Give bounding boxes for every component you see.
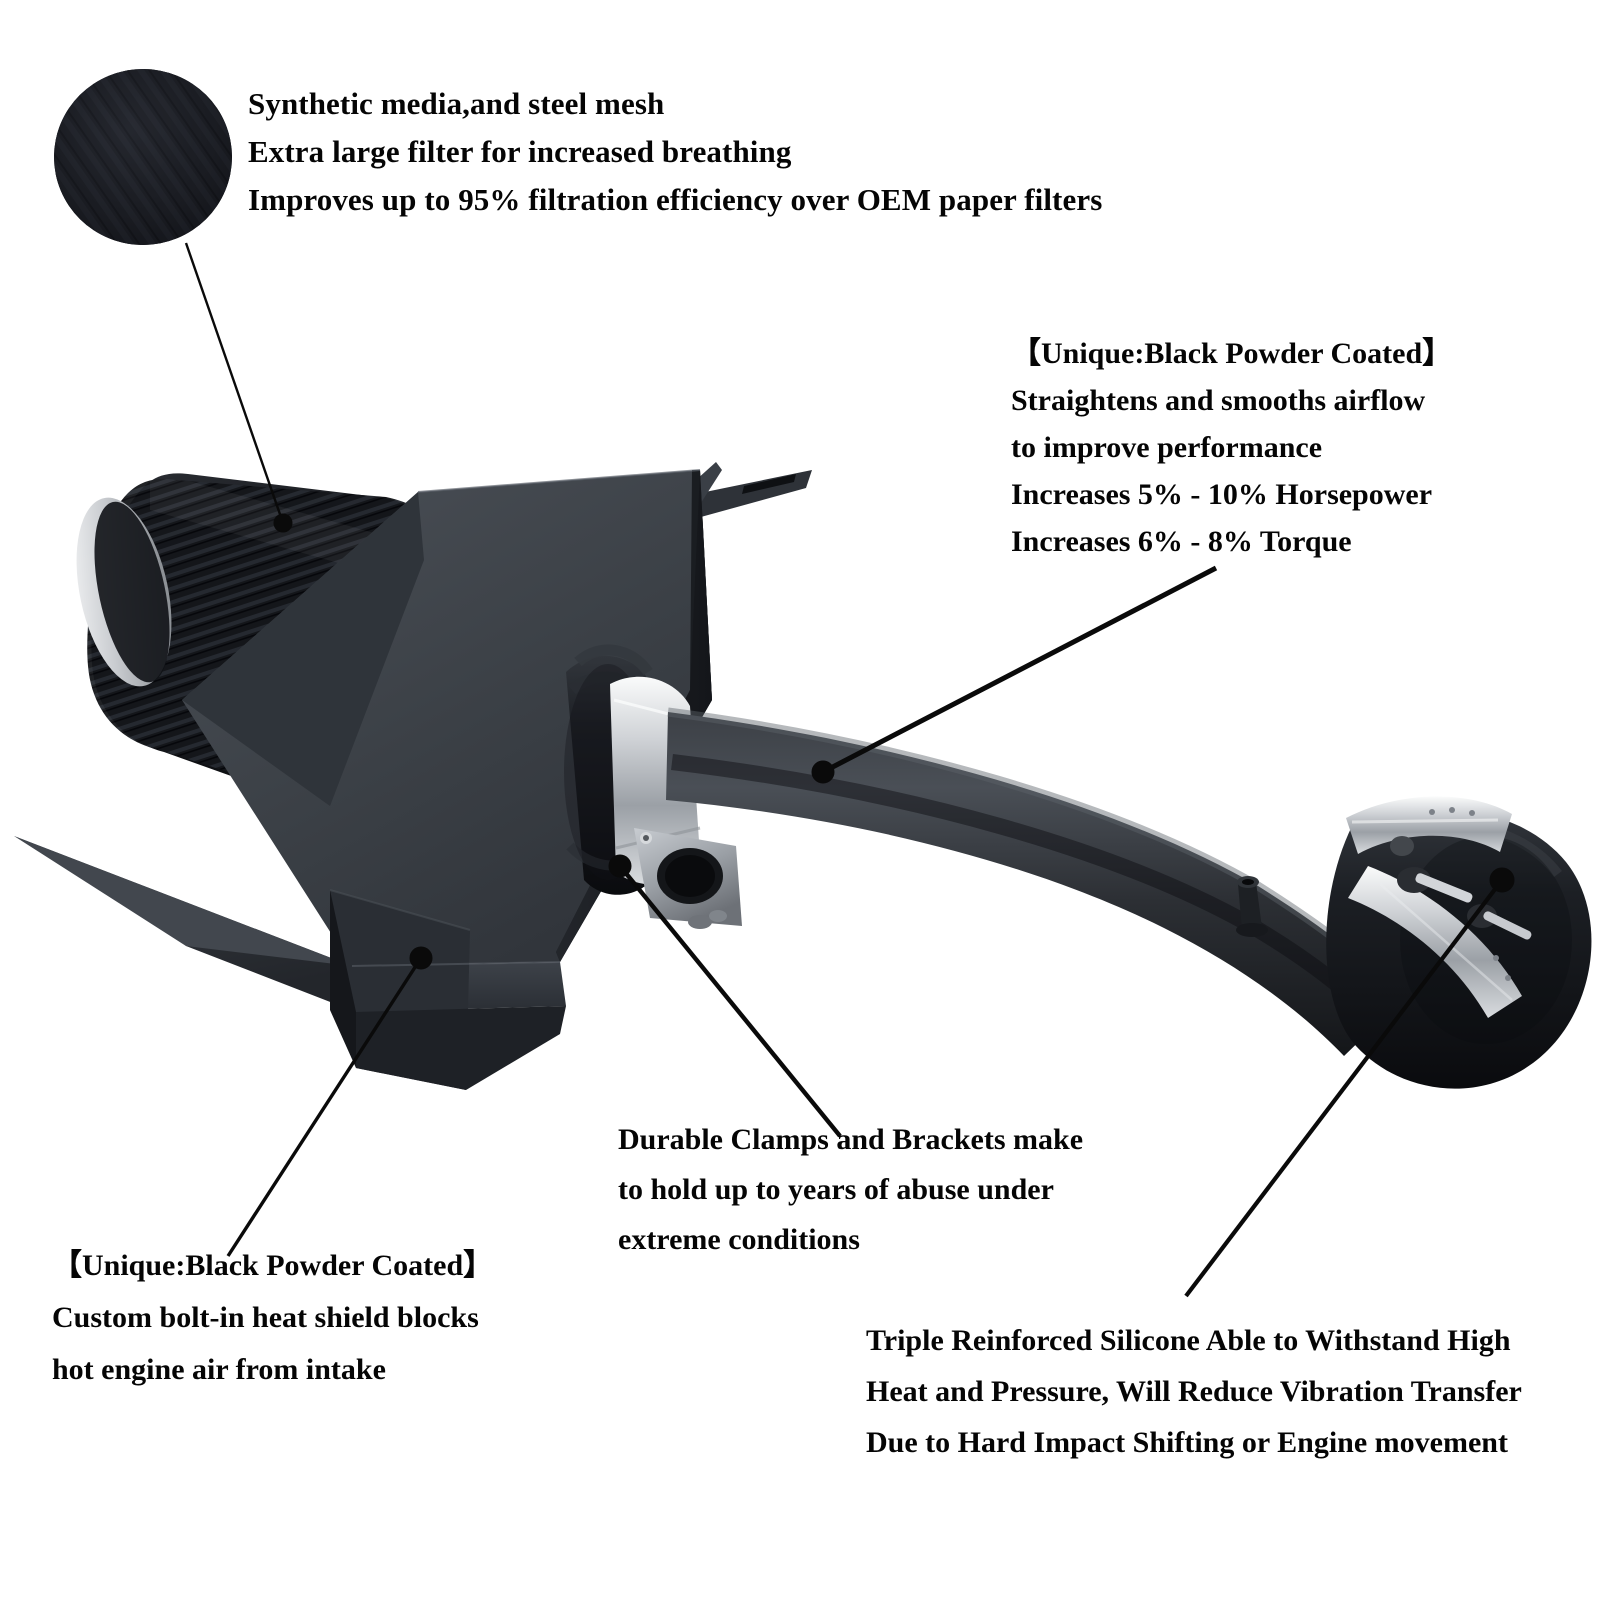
maf-sensor-port	[634, 828, 742, 929]
callout-filter-line-3: Improves up to 95% filtration efficiency…	[248, 182, 1103, 217]
callout-silicone-line-1: Triple Reinforced Silicone Able to Withs…	[866, 1324, 1511, 1357]
callout-intake-tube-line-1: Straightens and smooths airflow	[1011, 384, 1426, 417]
callout-clamps-line-3: extreme conditions	[618, 1223, 860, 1256]
callout-heat-shield-line-1: Custom bolt-in heat shield blocks	[52, 1301, 479, 1334]
callout-clamps-line-2: to hold up to years of abuse under	[618, 1173, 1054, 1206]
callout-silicone-line-3: Due to Hard Impact Shifting or Engine mo…	[866, 1426, 1508, 1459]
callout-heat-shield-line-2: hot engine air from intake	[52, 1353, 386, 1386]
callout-clamps-line-1: Durable Clamps and Brackets make	[618, 1123, 1084, 1156]
callout-heat-shield-heading: 【Unique:Black Powder Coated】	[52, 1249, 494, 1282]
callout-filter: Synthetic media,and steel mesh Extra lar…	[248, 80, 1102, 224]
callout-filter-line-1: Synthetic media,and steel mesh	[248, 86, 665, 121]
callout-silicone-coupler: Triple Reinforced Silicone Able to Withs…	[866, 1315, 1522, 1468]
callout-clamps-brackets: Durable Clamps and Brackets make to hold…	[618, 1115, 1083, 1265]
callout-intake-tube: 【Unique:Black Powder Coated】 Straightens…	[1011, 330, 1452, 565]
callout-intake-tube-heading: 【Unique:Black Powder Coated】	[1011, 337, 1453, 370]
intake-tube	[666, 707, 1402, 1056]
callout-heat-shield: 【Unique:Black Powder Coated】 Custom bolt…	[52, 1240, 493, 1396]
callout-intake-tube-line-2: to improve performance	[1011, 431, 1323, 464]
callout-intake-tube-line-3: Increases 5% - 10% Horsepower	[1011, 478, 1433, 511]
callout-intake-tube-line-4: Increases 6% - 8% Torque	[1011, 525, 1352, 558]
callout-silicone-line-2: Heat and Pressure, Will Reduce Vibration…	[866, 1375, 1522, 1408]
callout-filter-line-2: Extra large filter for increased breathi…	[248, 134, 792, 169]
